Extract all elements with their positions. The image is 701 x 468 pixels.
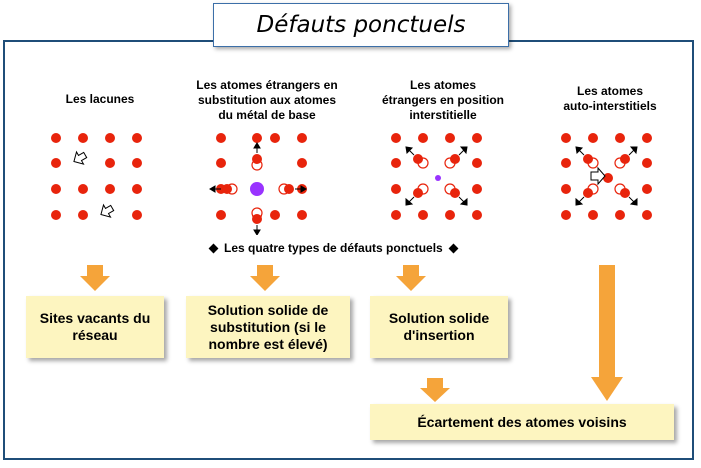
interstitial-lattice <box>391 133 482 220</box>
down-arrow-icon <box>420 378 450 402</box>
diamond-bullet-icon <box>208 243 219 253</box>
category-label-interstitial: Les atomes étrangers en position interst… <box>381 78 505 122</box>
diamond-bullet-icon <box>448 243 459 253</box>
diagram-title: Défauts ponctuels <box>213 3 509 47</box>
category-label-vacancies: Les lacunes <box>65 92 135 106</box>
down-arrow-icon <box>250 265 280 291</box>
result-box-neighbour-spacing: Écartement des atomes voisins <box>370 404 674 440</box>
vacancy-lattice <box>51 133 142 220</box>
self-interstitial-lattice <box>561 133 652 220</box>
caption-row: Les quatre types de défauts ponctuels <box>208 241 459 255</box>
category-label-substitution: Les atomes étrangers en substitution aux… <box>196 78 338 122</box>
category-label-self-interstitial: Les atomes auto-interstitiels <box>563 84 657 113</box>
result-box-insertion-solution: Solution solide d'insertion <box>370 296 508 358</box>
substitution-lattice <box>209 133 307 235</box>
result-box-vacant-sites: Sites vacants du réseau <box>26 296 164 358</box>
diagram-frame <box>3 40 694 460</box>
caption-text: Les quatre types de défauts ponctuels <box>224 241 443 255</box>
down-arrow-icon <box>80 265 110 291</box>
result-box-substitution-solution: Solution solide de substitution (si le n… <box>186 296 350 358</box>
down-arrow-icon <box>396 265 426 291</box>
long-down-arrow-icon <box>591 265 623 401</box>
